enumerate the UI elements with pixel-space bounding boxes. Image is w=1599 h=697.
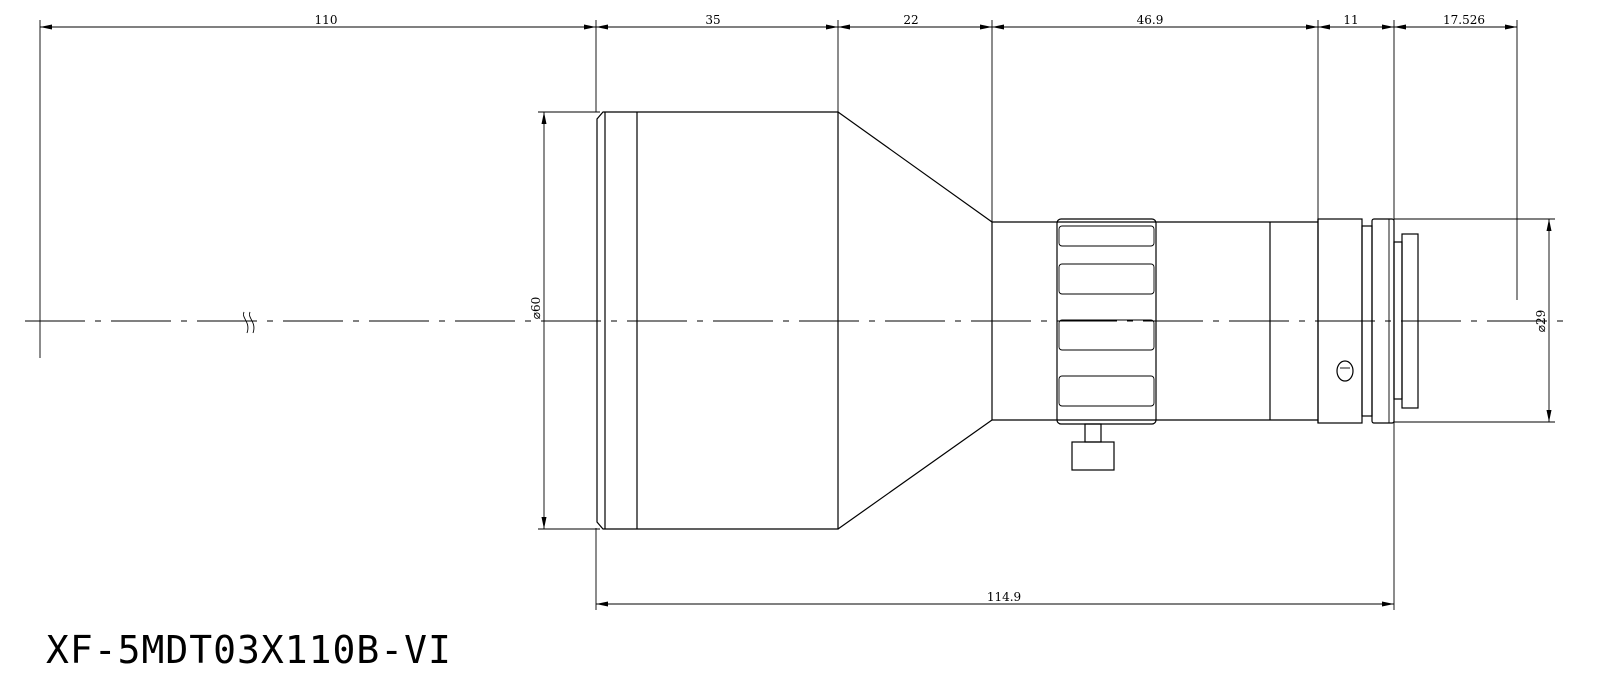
locking-screw [1071, 423, 1115, 471]
dim-back-focus: 17.526 [1443, 13, 1485, 27]
dim-mount-length: 11 [1343, 13, 1358, 27]
dim-total-length: 114.9 [987, 590, 1021, 604]
mount-screw-hole [1336, 360, 1354, 382]
model-number-label: XF-5MDT03X110B-VI [46, 628, 452, 672]
dim-front-diameter: ⌀60 [529, 297, 543, 320]
dim-front-barrel-length: 35 [705, 13, 720, 27]
dim-body-length: 46.9 [1137, 13, 1164, 27]
dim-mount-diameter: ⌀29 [1534, 310, 1548, 333]
mount-diameter-dimension [1394, 218, 1555, 423]
front-diameter-dimension [538, 111, 600, 530]
taper-section [837, 111, 993, 530]
focus-ring [1056, 218, 1157, 425]
dim-taper-length: 22 [903, 13, 918, 27]
axis-break-symbol [242, 311, 255, 334]
lens-mount [1317, 218, 1419, 424]
dim-working-distance: 110 [315, 13, 338, 27]
extension-lines [595, 20, 1518, 610]
